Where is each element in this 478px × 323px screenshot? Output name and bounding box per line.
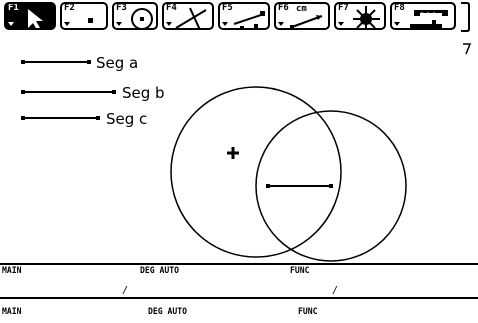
- construction-icon: [233, 11, 265, 28]
- fkey-label: F6: [278, 3, 289, 13]
- pointer-arrow-icon: [28, 9, 43, 28]
- status-graph: FUNC: [298, 307, 318, 317]
- tool-f8-draw[interactable]: F8: [390, 2, 456, 30]
- fkey-label: F1: [8, 3, 19, 13]
- segment-b[interactable]: [21, 90, 116, 94]
- fkey-label: F4: [166, 3, 177, 13]
- fkey-label: F5: [222, 3, 233, 13]
- status-mode: MAIN: [2, 266, 22, 276]
- dropdown-triangle-icon: [278, 22, 284, 26]
- measure-unit-label: cm: [296, 4, 307, 14]
- segment-a[interactable]: [21, 60, 91, 64]
- fkey-label: F8: [394, 3, 405, 13]
- circle-right[interactable]: [255, 110, 407, 262]
- dropdown-triangle-icon: [222, 22, 228, 26]
- toolbar-edge-bracket: [461, 2, 470, 32]
- point-icon: [88, 18, 93, 23]
- circle-left[interactable]: [170, 86, 342, 258]
- dropdown-triangle-icon: [8, 22, 14, 26]
- display-icon: [353, 6, 380, 28]
- status-divider-bottom: [0, 297, 478, 299]
- status-tick: /: [332, 285, 339, 296]
- status-mode: MAIN: [2, 307, 22, 317]
- center-cross-icon[interactable]: [227, 147, 239, 159]
- segment-c-label: Seg c: [106, 110, 148, 128]
- dropdown-triangle-icon: [394, 22, 400, 26]
- segment-b-label: Seg b: [122, 84, 165, 102]
- tool-f2-point[interactable]: F2: [60, 2, 108, 30]
- status-angle: DEG AUTO: [148, 307, 188, 317]
- status-graph: FUNC: [290, 266, 310, 276]
- line-icon: [175, 7, 207, 28]
- tool-f5-construction[interactable]: F5: [218, 2, 270, 30]
- tool-f3-circle[interactable]: F3: [112, 2, 158, 30]
- dropdown-triangle-icon: [64, 22, 70, 26]
- segment-a-label: Seg a: [96, 54, 139, 72]
- draw-icon: [410, 10, 448, 28]
- status-divider-top: [0, 263, 478, 265]
- edge-mark: [463, 43, 472, 55]
- status-angle: DEG AUTO: [140, 266, 180, 276]
- toolbar: F1 F2 F3 F4 F5: [0, 0, 478, 34]
- status-tick: /: [122, 285, 129, 296]
- segment-c[interactable]: [21, 116, 100, 120]
- tool-f6-measure[interactable]: F6 cm: [274, 2, 330, 30]
- tool-f7-display[interactable]: F7: [334, 2, 386, 30]
- tool-f4-line[interactable]: F4: [162, 2, 214, 30]
- tool-f1-pointer[interactable]: F1: [4, 2, 56, 30]
- fkey-label: F2: [64, 3, 75, 13]
- fkey-label: F3: [116, 3, 127, 13]
- dropdown-triangle-icon: [166, 22, 172, 26]
- radius-segment[interactable]: [266, 184, 333, 188]
- circle-icon: [131, 8, 153, 28]
- fkey-label: F7: [338, 3, 349, 13]
- dropdown-triangle-icon: [116, 22, 122, 26]
- measure-icon: [290, 15, 323, 28]
- dropdown-triangle-icon: [338, 22, 344, 26]
